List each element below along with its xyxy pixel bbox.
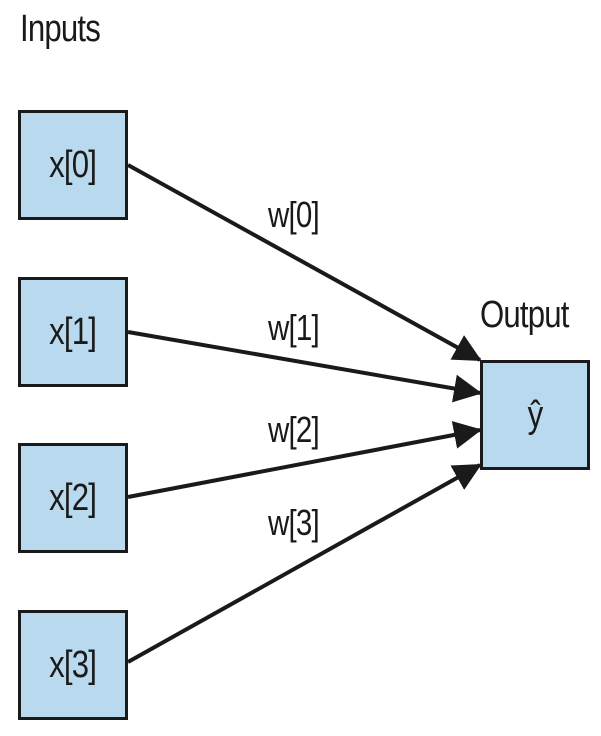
- input-node-x3: x[3]: [18, 610, 128, 720]
- edge-x3-to-output: [127, 463, 482, 664]
- output-heading: Output: [480, 294, 569, 336]
- input-node-x1: x[1]: [18, 277, 128, 387]
- weight-label-w0: w[0]: [268, 194, 320, 235]
- input-node-x0: x[0]: [18, 110, 128, 220]
- input-node-label: x[3]: [49, 644, 98, 686]
- input-node-label: x[2]: [49, 477, 98, 519]
- input-node-x2: x[2]: [18, 443, 128, 553]
- input-node-label: x[1]: [49, 311, 98, 353]
- output-node-label: ŷ: [527, 394, 544, 436]
- weight-label-w1: w[1]: [268, 307, 320, 348]
- edge-x1-to-output: [127, 330, 482, 403]
- edge-x0-to-output: [127, 163, 482, 362]
- weight-label-w2: w[2]: [268, 409, 320, 450]
- output-node: ŷ: [480, 360, 590, 470]
- edge-x2-to-output: [127, 421, 482, 499]
- inputs-heading: Inputs: [20, 8, 101, 50]
- input-node-label: x[0]: [49, 144, 98, 186]
- weight-label-w3: w[3]: [268, 502, 320, 543]
